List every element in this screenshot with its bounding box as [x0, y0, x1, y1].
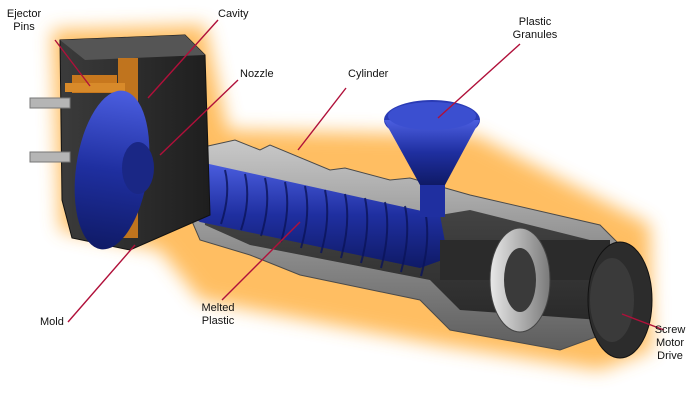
- ejector-pins: [29, 83, 125, 163]
- label-cavity: Cavity: [218, 8, 249, 20]
- label-ejector-pins: Ejector Pins: [6, 8, 42, 33]
- label-melted-plastic: Melted Plastic: [201, 302, 235, 327]
- callout-melted-plastic: [221, 221, 301, 301]
- callout-mold: [67, 244, 136, 323]
- label-cylinder: Cylinder: [348, 68, 389, 80]
- screw-motor-drive: [440, 227, 653, 359]
- callout-ejector-pins: [54, 39, 91, 87]
- callout-plastic-granules: [437, 43, 521, 119]
- melted-plastic-screw: [150, 162, 448, 277]
- label-plastic-granules: Plastic Granules: [512, 16, 558, 41]
- label-mold: Mold: [40, 316, 64, 328]
- callout-nozzle: [159, 79, 239, 156]
- callout-cavity: [147, 19, 219, 99]
- label-screw-motor-drive: Screw Motor Drive: [654, 324, 686, 362]
- callout-cylinder: [297, 87, 347, 151]
- callout-lines: [54, 19, 665, 331]
- label-nozzle: Nozzle: [240, 68, 274, 80]
- cavity-part: [74, 90, 154, 250]
- callout-screw-motor-drive: [621, 313, 665, 331]
- hopper: [384, 100, 480, 217]
